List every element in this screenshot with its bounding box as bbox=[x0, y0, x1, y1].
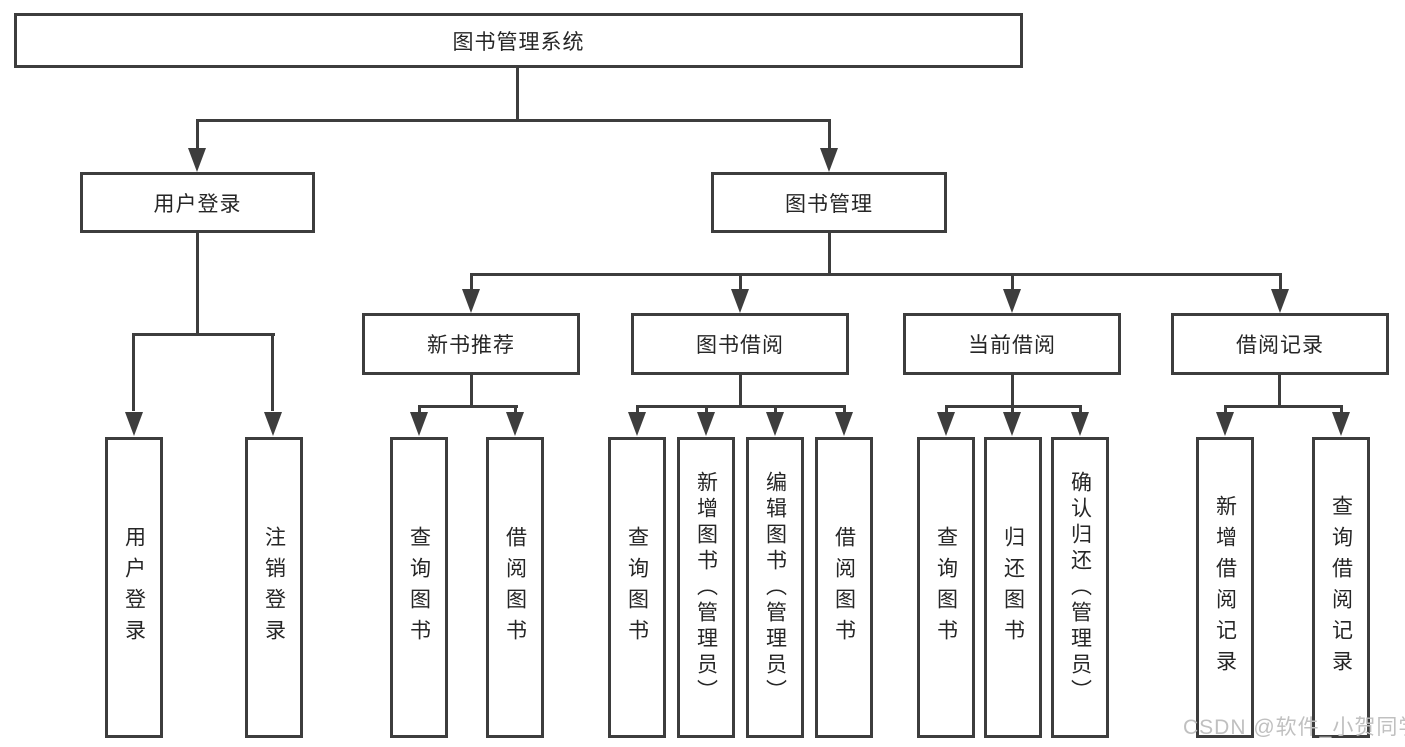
node-label: 图书管理 bbox=[785, 192, 873, 216]
arrowhead-down bbox=[731, 289, 749, 313]
leaf-logout: 注销登录 bbox=[245, 437, 303, 738]
connector-line bbox=[470, 273, 1282, 276]
node-user-login: 用户登录 bbox=[80, 172, 315, 233]
node-label: 图书管理系统 bbox=[452, 30, 585, 54]
arrowhead-down bbox=[1271, 289, 1289, 313]
arrowhead-down bbox=[628, 412, 646, 436]
connector-line bbox=[1079, 405, 1082, 415]
connector-line bbox=[1340, 405, 1343, 415]
node-label: 借阅记录 bbox=[1236, 334, 1324, 357]
node-label: 当前借阅 bbox=[968, 334, 1056, 357]
csdn-watermark: CSDN @软件_小贺同学 bbox=[1183, 716, 1405, 739]
node-label: 查询图书 bbox=[625, 525, 649, 650]
arrowhead-down bbox=[506, 412, 524, 436]
node-label: 新增借阅记录 bbox=[1213, 494, 1237, 681]
node-new-book-recommend: 新书推荐 bbox=[362, 313, 580, 375]
node-label: 归还图书 bbox=[1001, 525, 1025, 650]
connector-line bbox=[1011, 373, 1014, 408]
arrowhead-down bbox=[462, 289, 480, 313]
connector-line bbox=[1224, 405, 1343, 408]
arrowhead-down bbox=[410, 412, 428, 436]
connector-line bbox=[705, 405, 708, 415]
connector-line bbox=[843, 405, 846, 415]
arrowhead-down bbox=[835, 412, 853, 436]
connector-line bbox=[1011, 405, 1014, 415]
connector-line bbox=[418, 405, 518, 408]
node-label: 借阅图书 bbox=[832, 525, 856, 650]
arrowhead-down bbox=[820, 148, 838, 172]
connector-line bbox=[636, 405, 639, 415]
node-label: 确认归还（管理员） bbox=[1068, 470, 1092, 705]
node-label: 用户登录 bbox=[153, 192, 242, 216]
arrowhead-down bbox=[1332, 412, 1350, 436]
node-label: 编辑图书（管理员） bbox=[763, 470, 787, 705]
node-library-management-system: 图书管理系统 bbox=[14, 13, 1023, 68]
connector-line bbox=[1011, 273, 1014, 293]
connector-line bbox=[945, 405, 948, 415]
node-label: 注销登录 bbox=[262, 525, 286, 650]
node-label: 查询借阅记录 bbox=[1329, 494, 1353, 681]
node-book-borrow: 图书借阅 bbox=[631, 313, 849, 375]
leaf-borrow-books-recommend: 借阅图书 bbox=[486, 437, 544, 738]
arrowhead-down bbox=[125, 412, 143, 436]
connector-line bbox=[470, 273, 473, 293]
node-label: 用户登录 bbox=[122, 525, 146, 650]
connector-line bbox=[271, 333, 274, 411]
connector-line bbox=[132, 333, 135, 411]
node-label: 查询图书 bbox=[407, 525, 431, 650]
arrowhead-down bbox=[697, 412, 715, 436]
arrowhead-down bbox=[766, 412, 784, 436]
node-borrow-records: 借阅记录 bbox=[1171, 313, 1389, 375]
leaf-query-books-recommend: 查询图书 bbox=[390, 437, 448, 738]
connector-line bbox=[1278, 373, 1281, 408]
arrowhead-down bbox=[1216, 412, 1234, 436]
leaf-return-books: 归还图书 bbox=[984, 437, 1042, 738]
connector-line bbox=[196, 119, 831, 122]
node-label: 新增图书（管理员） bbox=[694, 470, 718, 705]
arrowhead-down bbox=[1071, 412, 1089, 436]
leaf-query-borrow-record: 查询借阅记录 bbox=[1312, 437, 1370, 738]
leaf-query-books-borrow: 查询图书 bbox=[608, 437, 666, 738]
node-label: 新书推荐 bbox=[427, 334, 515, 357]
connector-line bbox=[636, 405, 846, 408]
arrowhead-down bbox=[1003, 412, 1021, 436]
connector-line bbox=[774, 405, 777, 415]
leaf-user-login: 用户登录 bbox=[105, 437, 163, 738]
connector-line bbox=[828, 231, 831, 276]
connector-line bbox=[1224, 405, 1227, 415]
arrowhead-down bbox=[188, 148, 206, 172]
connector-line bbox=[196, 231, 199, 336]
connector-line bbox=[739, 273, 742, 293]
node-current-borrow: 当前借阅 bbox=[903, 313, 1121, 375]
node-label: 查询图书 bbox=[934, 525, 958, 650]
node-book-management: 图书管理 bbox=[711, 172, 947, 233]
leaf-edit-book-admin: 编辑图书（管理员） bbox=[746, 437, 804, 738]
leaf-add-borrow-record: 新增借阅记录 bbox=[1196, 437, 1254, 738]
node-label: 借阅图书 bbox=[503, 525, 527, 650]
arrowhead-down bbox=[264, 412, 282, 436]
connector-line bbox=[132, 333, 275, 336]
connector-line bbox=[418, 405, 421, 415]
connector-line bbox=[1279, 273, 1282, 293]
leaf-borrow-books: 借阅图书 bbox=[815, 437, 873, 738]
arrowhead-down bbox=[1003, 289, 1021, 313]
leaf-query-books-current: 查询图书 bbox=[917, 437, 975, 738]
connector-line bbox=[196, 119, 199, 151]
arrowhead-down bbox=[937, 412, 955, 436]
leaf-add-book-admin: 新增图书（管理员） bbox=[677, 437, 735, 738]
connector-line bbox=[514, 405, 517, 415]
connector-line bbox=[470, 373, 473, 408]
connector-line bbox=[828, 119, 831, 151]
leaf-confirm-return-admin: 确认归还（管理员） bbox=[1051, 437, 1109, 738]
connector-line bbox=[739, 373, 742, 408]
connector-line bbox=[516, 66, 519, 122]
node-label: 图书借阅 bbox=[696, 334, 784, 357]
